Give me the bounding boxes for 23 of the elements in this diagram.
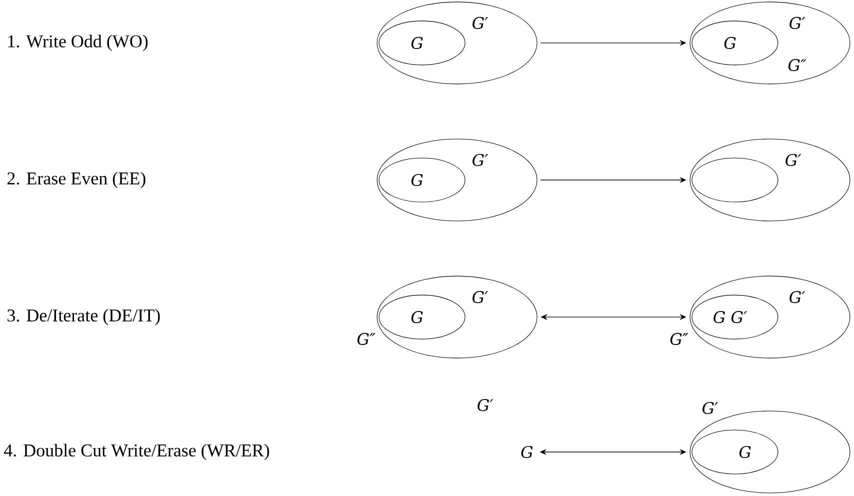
graph-letter: G′ bbox=[790, 16, 806, 29]
graph-letter: G′ bbox=[472, 154, 488, 166]
graph-letter: G bbox=[411, 174, 423, 186]
graph-letter: G′ bbox=[786, 154, 802, 166]
graph-letter: G′ bbox=[472, 291, 488, 304]
graph-letter: G bbox=[739, 446, 751, 458]
graph-letter: G′ bbox=[478, 399, 494, 412]
graph-letter: G′ bbox=[790, 291, 806, 304]
graph-letter: G G′ bbox=[714, 311, 748, 324]
graph-letter: G bbox=[724, 36, 736, 49]
rule-label: 3. De/Iterate (DE/IT) bbox=[8, 308, 160, 326]
rule-label: 1. Write Odd (WO) bbox=[8, 34, 148, 52]
graph-letter: G′ bbox=[472, 16, 488, 29]
graph-letter: G″ bbox=[788, 59, 806, 72]
graph-letter: G bbox=[411, 36, 423, 49]
graph-letter: G bbox=[411, 311, 423, 324]
rule-label: 4. Double Cut Write/Erase (WR/ER) bbox=[4, 444, 270, 460]
graph-letter: G′ bbox=[702, 402, 718, 414]
graph-letter: G″ bbox=[357, 332, 376, 345]
graph-letter: G bbox=[521, 446, 533, 458]
graph-letter: G″ bbox=[670, 332, 688, 345]
rule-label: 2. Erase Even (EE) bbox=[7, 172, 146, 188]
cut-ellipse bbox=[692, 158, 778, 202]
